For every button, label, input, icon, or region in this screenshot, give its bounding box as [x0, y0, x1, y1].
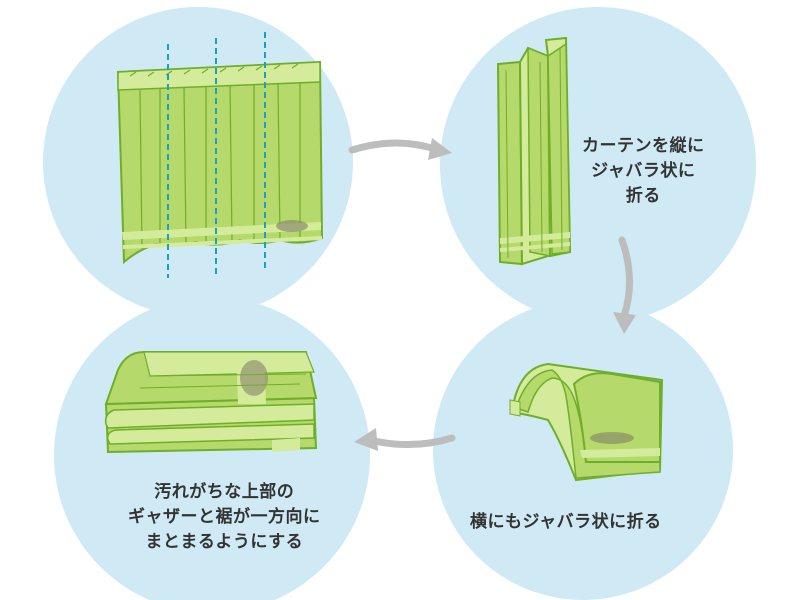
arrow-right-icon	[348, 138, 452, 160]
accordion-folded-curtain-icon	[496, 36, 572, 266]
caption-line: ギャザーと裾が一方向に	[128, 507, 321, 527]
caption-line: まとまるようにする	[145, 532, 304, 552]
caption-line: ジャバラ状に	[591, 161, 696, 181]
horizontal-accordion-fold-icon	[509, 362, 664, 482]
arrow-left-icon	[354, 428, 456, 451]
caption-line: カーテンを縦に	[582, 136, 705, 156]
caption-line: 折る	[625, 186, 661, 206]
stacked-folded-curtain-icon	[104, 351, 318, 454]
curtain-with-fold-lines-icon	[116, 32, 324, 278]
step3-caption: 横にもジャバラ状に折る	[470, 510, 662, 535]
step4-caption: 汚れがちな上部の ギャザーと裾が一方向に まとまるようにする	[128, 480, 321, 555]
caption-line: 横にもジャバラ状に折る	[470, 512, 662, 532]
caption-line: 汚れがちな上部の	[154, 482, 295, 502]
arrow-down-icon	[613, 236, 636, 334]
step2-caption: カーテンを縦に ジャバラ状に 折る	[582, 134, 705, 209]
